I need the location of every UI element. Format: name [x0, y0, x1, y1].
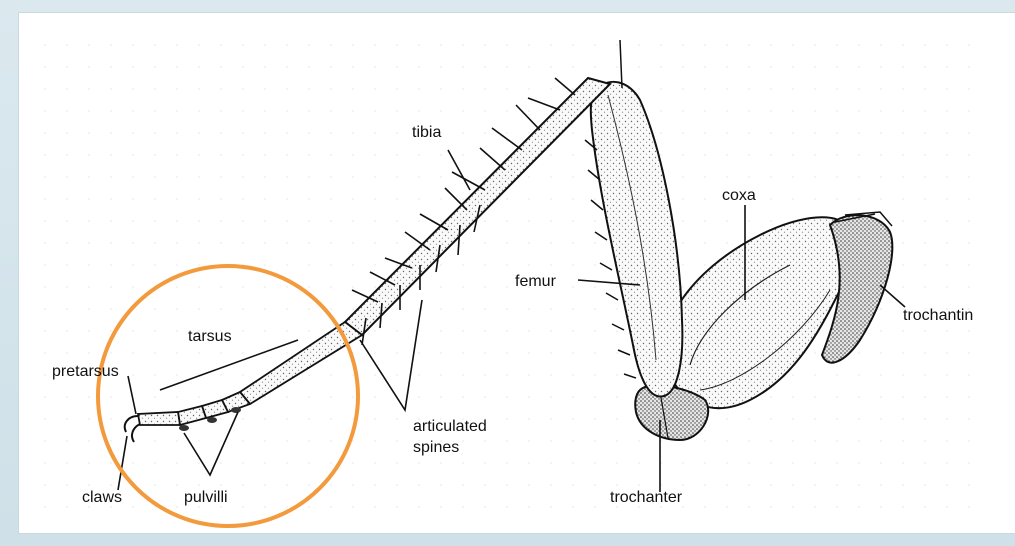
label-tibia: tibia: [412, 124, 441, 141]
label-trochantin: trochantin: [903, 307, 973, 324]
label-articulated: articulated: [413, 418, 487, 435]
label-pulvilli: pulvilli: [184, 489, 228, 506]
label-coxa: coxa: [722, 187, 756, 204]
label-spines: spines: [413, 439, 459, 456]
label-femur: femur: [515, 273, 557, 290]
label-tarsus: tarsus: [188, 328, 232, 345]
label-claws: claws: [82, 489, 122, 506]
label-trochanter: trochanter: [610, 489, 683, 506]
label-pretarsus: pretarsus: [52, 363, 119, 380]
